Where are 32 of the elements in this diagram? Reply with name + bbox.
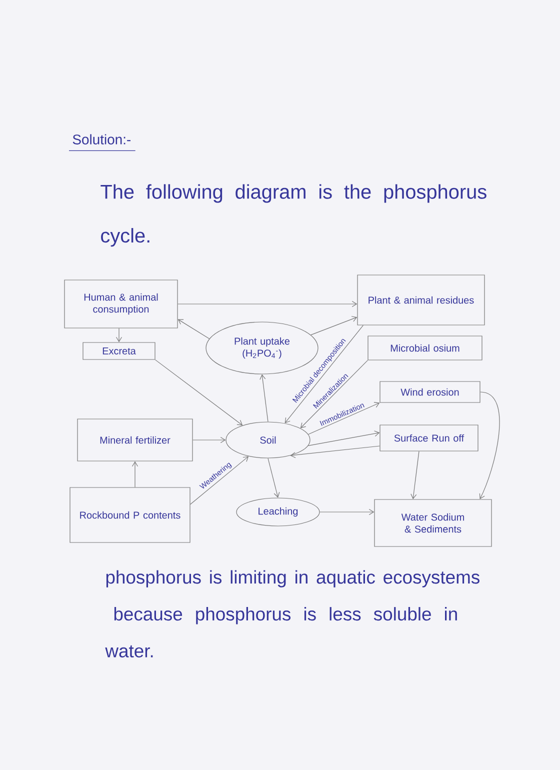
arrow bbox=[178, 319, 210, 340]
arrow bbox=[284, 325, 364, 424]
arrow bbox=[178, 300, 358, 308]
arrow bbox=[155, 360, 243, 426]
arrow bbox=[308, 430, 380, 446]
arrow bbox=[192, 436, 226, 444]
process-box: Excreta bbox=[82, 342, 156, 360]
arrow bbox=[300, 360, 368, 428]
arrow bbox=[310, 316, 358, 336]
process-oval: Soil bbox=[226, 422, 310, 458]
arrow bbox=[268, 458, 280, 498]
paragraph: phosphorus is limiting in aquatic ecosystems because phosphorus is less soluble in water. bbox=[105, 570, 480, 658]
arrow bbox=[410, 451, 420, 500]
heading: Solution:- bbox=[68, 134, 136, 151]
arrow bbox=[290, 446, 380, 458]
paragraph: The following diagram is the phosphorus cycle. bbox=[100, 184, 486, 247]
process-box: Rockbound P contents bbox=[70, 487, 190, 543]
process-box: Human & animal consumption bbox=[64, 280, 178, 328]
arrow bbox=[320, 508, 374, 516]
arrow bbox=[260, 374, 268, 422]
process-box: Surface Run off bbox=[380, 424, 478, 452]
arrow bbox=[132, 461, 138, 488]
arrow bbox=[116, 328, 122, 342]
process-box: Microbial osium bbox=[368, 336, 482, 360]
process-box: Mineral fertilizer bbox=[77, 418, 193, 462]
process-box: Plant & animal residues bbox=[357, 274, 485, 326]
process-box: Water Sodium & Sediments bbox=[374, 499, 492, 547]
process-box: Wind erosion bbox=[380, 381, 480, 403]
arrow bbox=[190, 456, 249, 505]
process-oval: Leaching bbox=[236, 498, 320, 526]
arrow bbox=[479, 392, 500, 500]
arrow bbox=[308, 402, 380, 435]
